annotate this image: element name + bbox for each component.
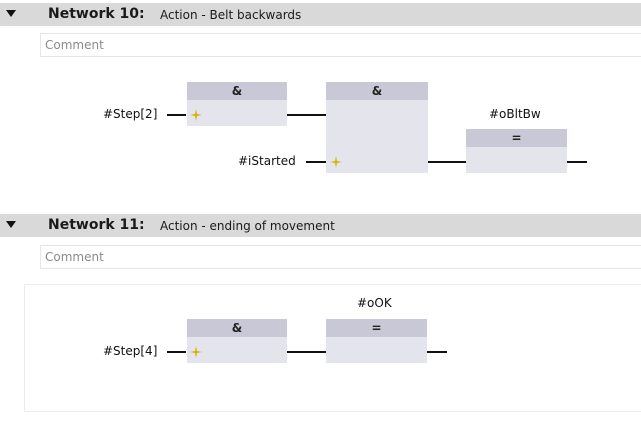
input-wire (167, 351, 186, 353)
network-11-title: Network 11: (48, 217, 145, 233)
and-block-symbol: & (326, 82, 428, 100)
collapse-triangle-icon[interactable] (6, 221, 16, 228)
network-10-comment-field[interactable]: Comment (40, 33, 641, 57)
network-11-comment-placeholder: Comment (45, 250, 104, 264)
and-block-symbol: & (187, 319, 287, 337)
network-11-coil-operand[interactable]: #oOK (357, 296, 392, 310)
network-10-and-block-2[interactable]: & (326, 82, 428, 173)
network-11-comment-field[interactable]: Comment (40, 245, 641, 269)
connection-wire (428, 161, 466, 163)
output-wire (427, 351, 447, 353)
connection-wire (287, 114, 326, 116)
network-10-title: Network 10: (48, 6, 145, 22)
network-10-comment-placeholder: Comment (45, 38, 104, 52)
network-10-header[interactable]: Network 10: Action - Belt backwards (0, 3, 641, 26)
network-10-coil-block[interactable]: = (466, 129, 567, 173)
output-wire (567, 161, 587, 163)
network-11-description[interactable]: Action - ending of movement (160, 219, 335, 233)
input-wire (167, 114, 186, 116)
pin-spark-icon (190, 109, 202, 121)
network-10-description[interactable]: Action - Belt backwards (160, 8, 302, 22)
network-11-and-block[interactable]: & (187, 319, 287, 363)
pin-spark-icon (330, 156, 342, 168)
coil-symbol: = (326, 319, 427, 337)
collapse-triangle-icon[interactable] (6, 10, 16, 17)
network-11-coil-block[interactable]: = (326, 319, 427, 363)
input-wire (306, 161, 326, 163)
network-10-input-step2[interactable]: #Step[2] (103, 107, 158, 121)
network-11-input-step4[interactable]: #Step[4] (103, 344, 158, 358)
network-10-coil-operand[interactable]: #oBltBw (489, 107, 541, 121)
and-block-symbol: & (187, 82, 287, 100)
network-10-input-istarted[interactable]: #iStarted (238, 154, 296, 168)
coil-symbol: = (466, 129, 567, 147)
network-10-and-block-1[interactable]: & (187, 82, 287, 126)
pin-spark-icon (190, 346, 202, 358)
network-11-header[interactable]: Network 11: Action - ending of movement (0, 214, 641, 237)
connection-wire (287, 351, 326, 353)
